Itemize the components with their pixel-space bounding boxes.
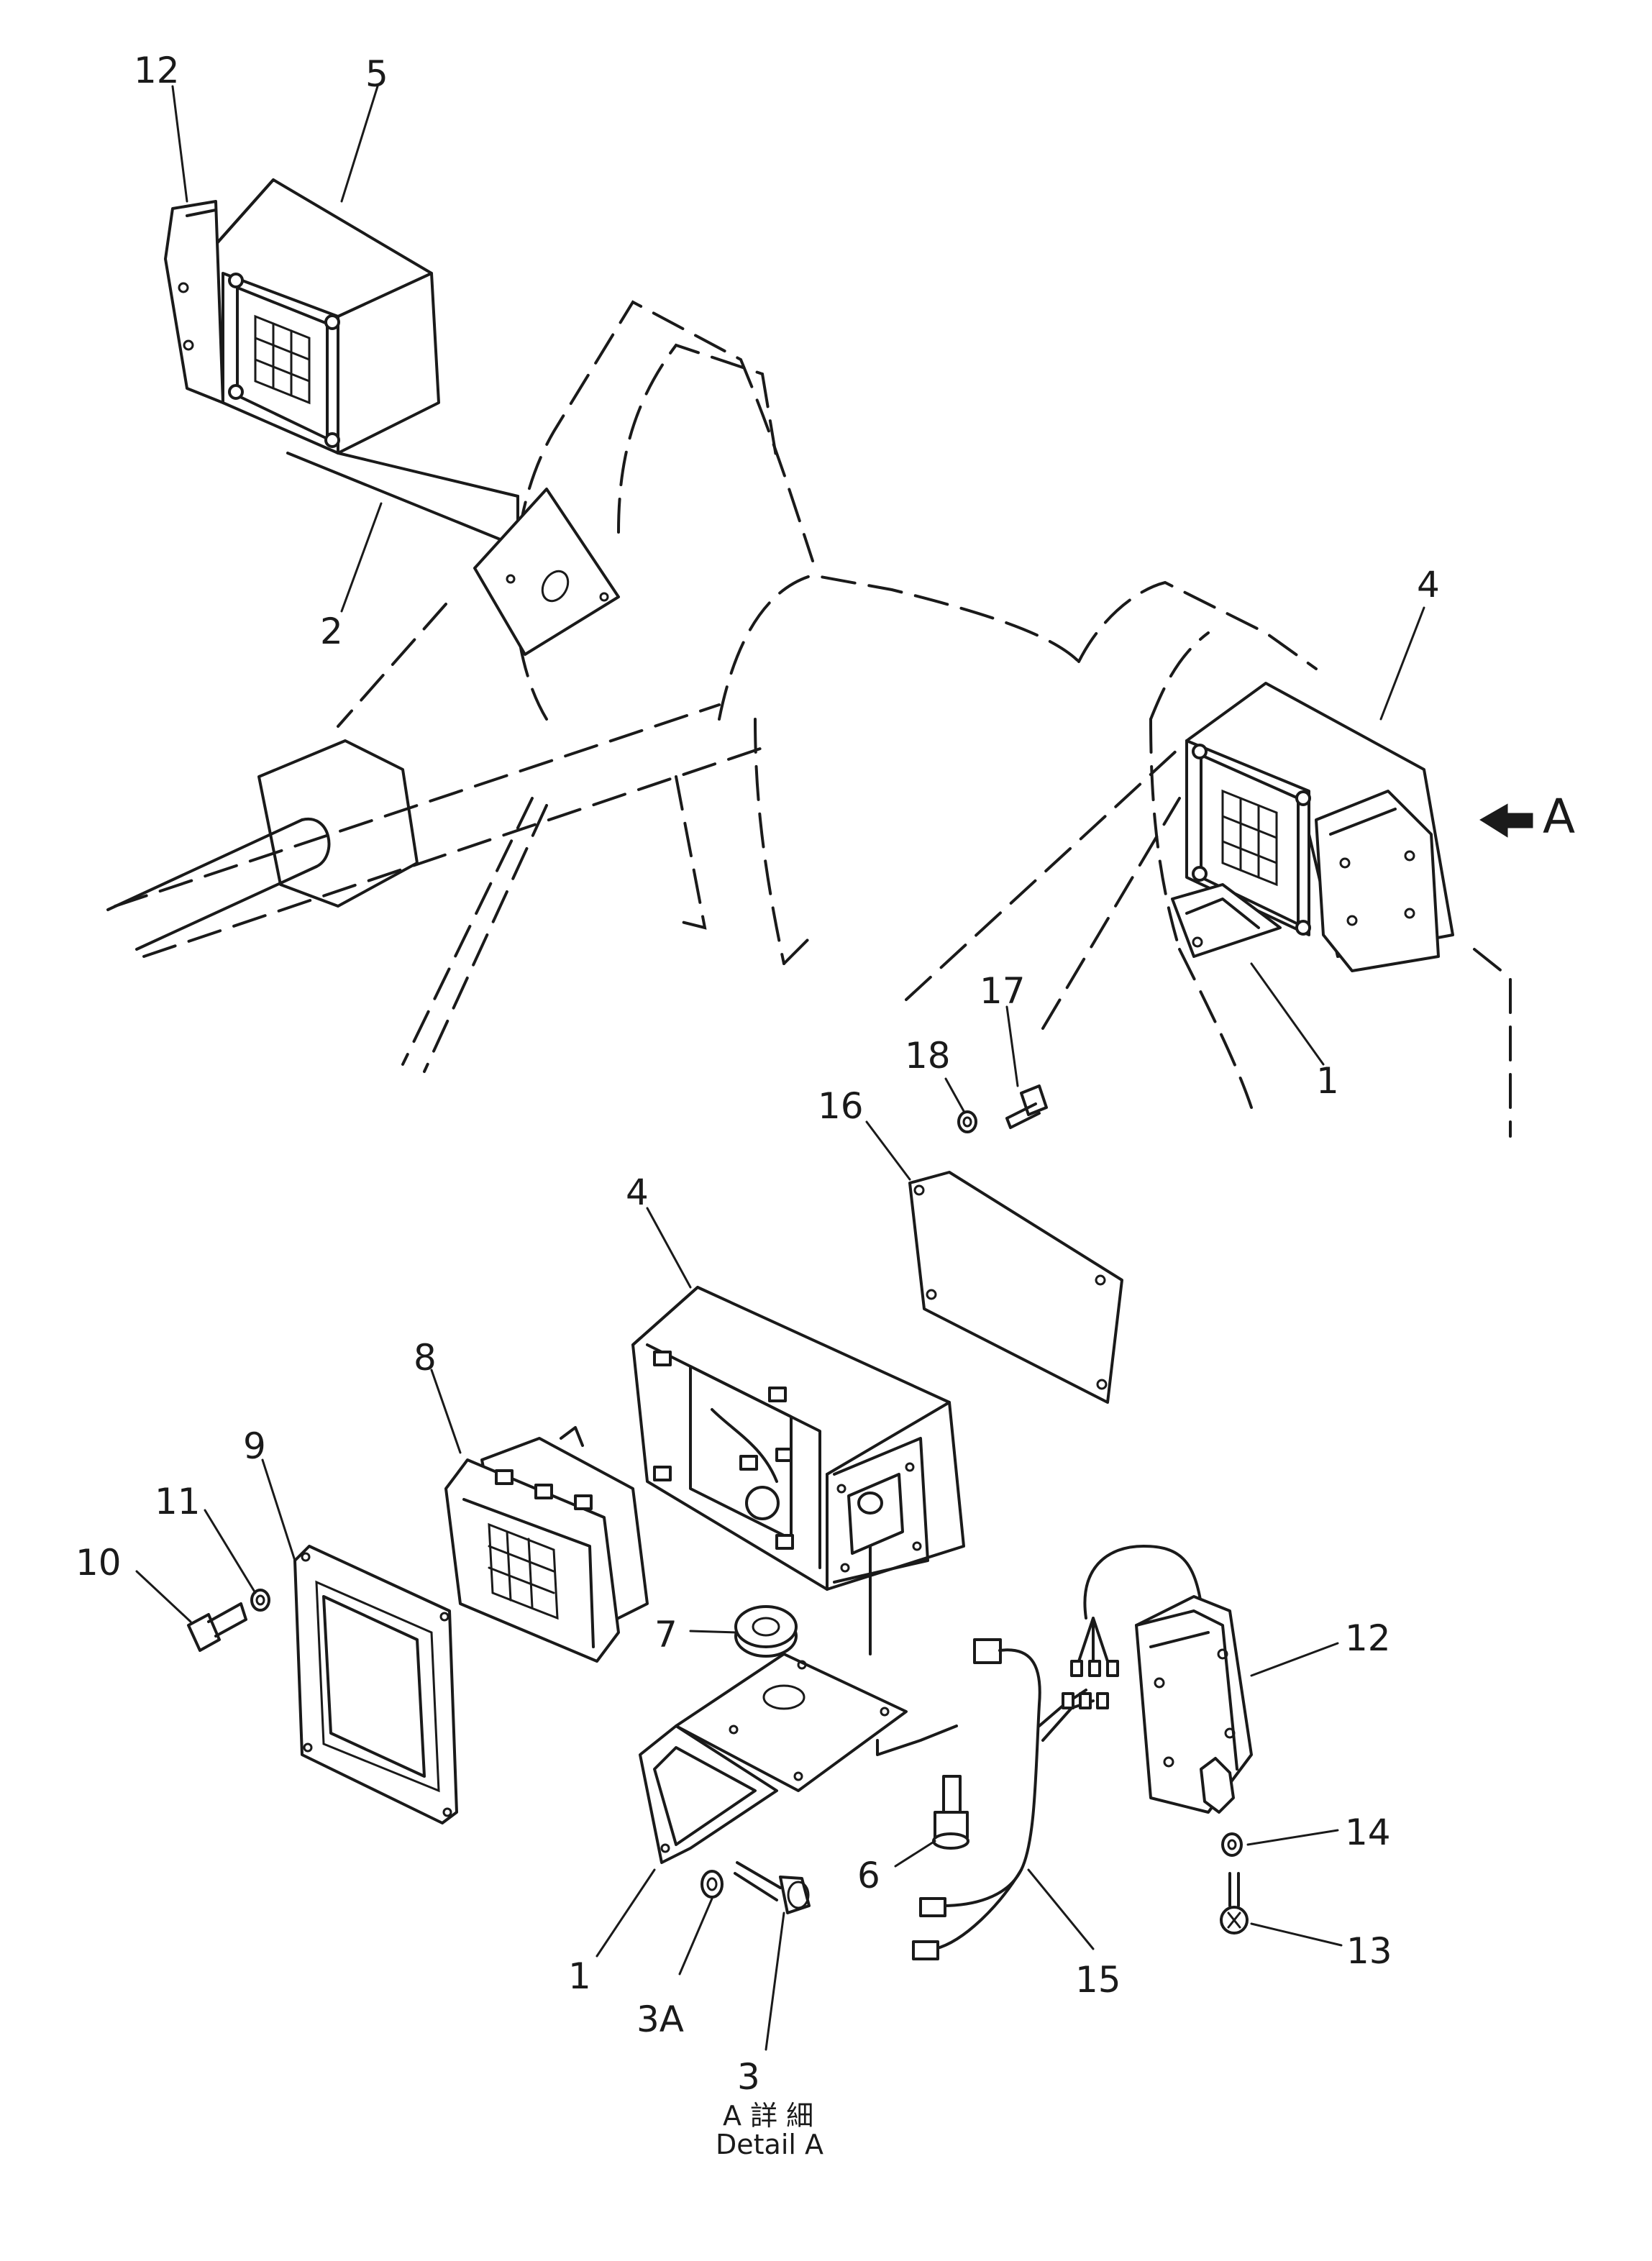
leader-lines [135,85,1425,2051]
hydraulic-cylinder [106,739,419,951]
part-3-bolt [734,1861,811,1914]
callout-7: 7 [654,1614,677,1655]
part-8-lamp-unit [444,1426,649,1663]
part-18-washer [957,1110,977,1133]
callout-12-top: 12 [134,50,180,91]
callout-8: 8 [414,1337,437,1379]
view-arrow-a: A [1479,789,1575,844]
view-marker-label: A [1543,789,1575,844]
caption-line-1: A 詳 細 [723,2100,813,2132]
callout-12-bottom: 12 [1345,1617,1391,1659]
callout-14: 14 [1345,1812,1391,1853]
callout-13: 13 [1346,1930,1392,1972]
callout-3A: 3A [636,1999,684,2040]
part-16-cover-plate [908,1171,1123,1404]
caption-line-2: Detail A [716,2129,823,2160]
callout-9: 9 [243,1425,266,1467]
part-17-bolt [1005,1084,1048,1129]
part-11-washer [250,1589,270,1612]
callout-1-top: 1 [1316,1060,1339,1102]
callout-5: 5 [365,53,388,95]
lamp-assembly-upper-left [164,178,620,656]
lamp-assembly-upper-right [1171,682,1454,972]
callout-16: 16 [818,1085,864,1127]
callout-6: 6 [857,1855,880,1896]
part-1-bracket [639,1545,958,1864]
callout-1-bottom: 1 [568,1955,591,1997]
callout-10: 10 [76,1542,122,1584]
part-9-gasket-frame [293,1545,458,1824]
part-7-grommet [734,1605,798,1658]
callout-15: 15 [1075,1959,1121,2001]
part-15-wiring-harness [912,1545,1203,1960]
callout-17: 17 [980,970,1026,1012]
part-3A-washer [700,1870,724,1899]
callout-3: 3 [737,2056,760,2098]
detail-caption: A 詳 細 Detail A [716,2100,823,2160]
callout-2: 2 [320,611,343,652]
machine-frame [114,300,1512,1138]
part-14-lock-washer [1221,1832,1243,1857]
part-4-lamp-box [631,1286,965,1591]
part-10-bolt [187,1602,247,1652]
part-6-bolt [932,1775,969,1850]
part-12-side-light [1135,1595,1253,1814]
callout-4-bottom: 4 [626,1171,649,1213]
callout-18: 18 [905,1035,951,1077]
part-13-screw [1220,1872,1249,1935]
callout-labels: 12 5 2 4 1 17 18 16 4 8 9 11 10 7 12 14 … [76,50,1440,2098]
callout-4-top: 4 [1417,564,1440,606]
callout-11: 11 [155,1481,201,1522]
